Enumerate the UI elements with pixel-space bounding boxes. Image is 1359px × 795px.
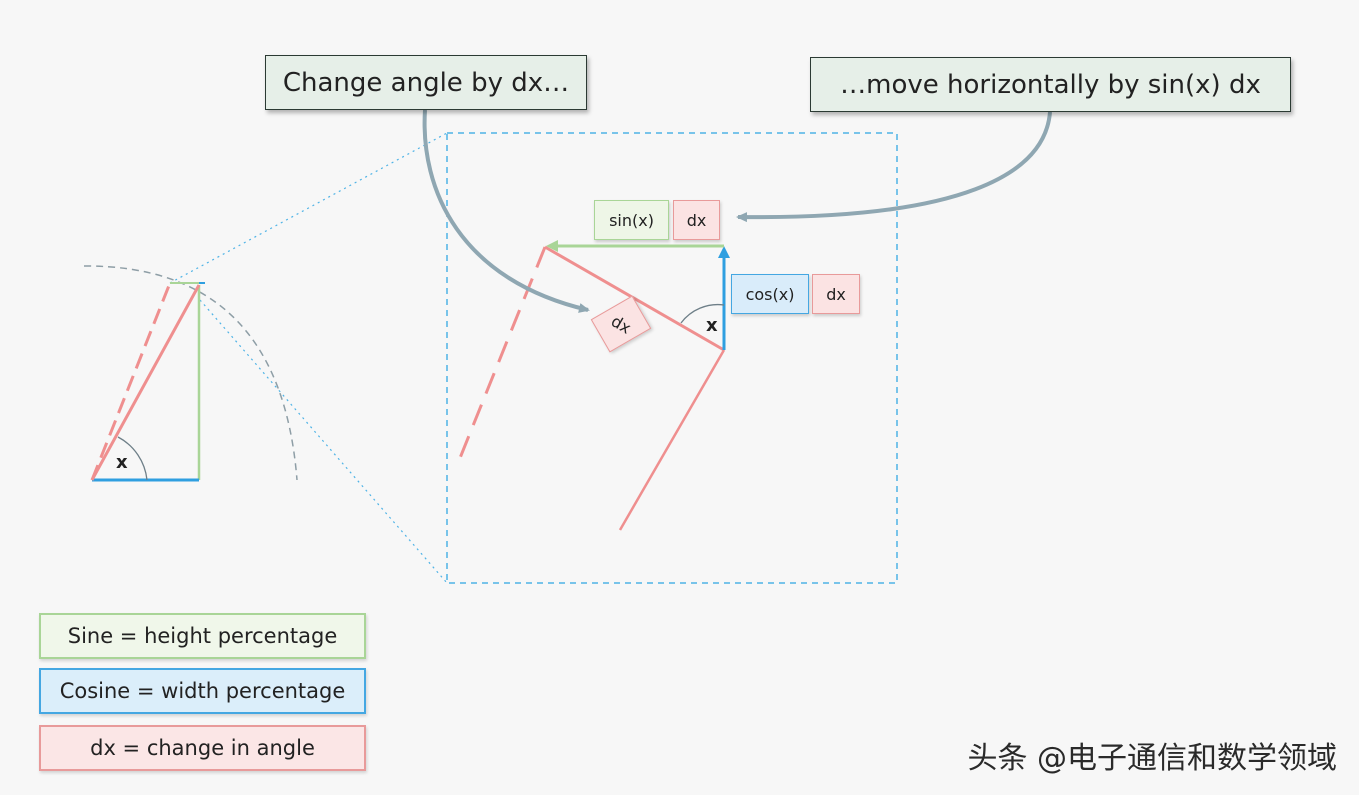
move-horizontally-callout: …move horizontally by sin(x) dx [810, 57, 1291, 112]
small-angle-arc [117, 436, 148, 481]
zoom-connector-top [169, 132, 448, 284]
zoomed-angle-label: x [706, 315, 718, 336]
sin-dx-chip-label: dx [686, 210, 707, 230]
small-angle-label: x [116, 452, 128, 473]
legend-sine: Sine = height percentage [39, 613, 366, 659]
change-angle-callout: Change angle by dx… [265, 55, 587, 110]
cos-dx-chip: dx [812, 274, 860, 314]
legend-cosine: Cosine = width percentage [39, 668, 366, 714]
cos-chip-label: cos(x) [745, 284, 795, 304]
move-horizontally-text: …move horizontally by sin(x) dx [840, 69, 1261, 100]
legend-sine-text: Sine = height percentage [67, 624, 338, 648]
zoomed-angle-arc [680, 303, 725, 324]
cos-dx-chip-label: dx [826, 284, 846, 304]
zoom-box [446, 132, 898, 584]
legend-cosine-text: Cosine = width percentage [59, 679, 346, 703]
small-rotated-hypotenuse [90, 282, 172, 481]
watermark: 头条 @电子通信和数学领域 [967, 741, 1337, 776]
arc-dx-chip-label: dx [607, 310, 635, 338]
cos-chip: cos(x) [731, 274, 809, 314]
legend-dx-text: dx = change in angle [90, 736, 315, 760]
legend-dx: dx = change in angle [39, 725, 366, 771]
zoomed-rotated-hypotenuse [458, 246, 547, 459]
zoomed-hypotenuse-extended [618, 349, 726, 531]
small-hypotenuse [90, 284, 201, 481]
sin-dx-chip: dx [673, 200, 720, 240]
zoom-connector-bottom [199, 299, 448, 584]
sin-chip-label: sin(x) [609, 210, 654, 230]
unit-circle-arc [83, 265, 298, 481]
sin-chip: sin(x) [594, 200, 669, 240]
change-angle-text: Change angle by dx… [282, 67, 570, 98]
move-horizontally-arrow [736, 111, 1052, 223]
change-angle-arrow [422, 109, 590, 313]
